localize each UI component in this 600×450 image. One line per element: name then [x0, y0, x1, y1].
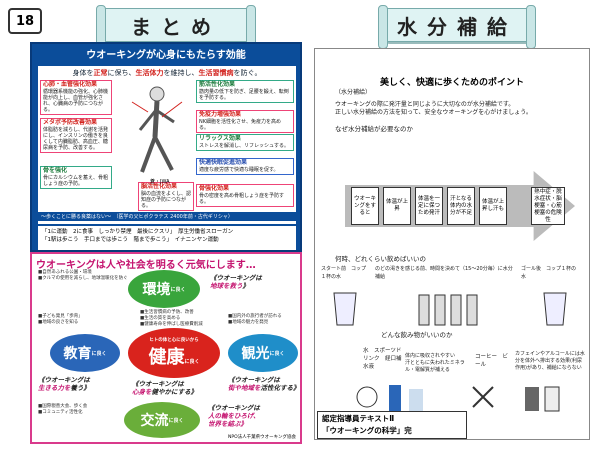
panel1-title: ウオーキングが心身にもたらす効能 — [86, 50, 246, 61]
step-cell: 体温を一定に保つため発汗 — [415, 187, 443, 225]
effect-box: 快適快眠促進効果適度な疲労感で快適な睡眠を促す。 — [196, 158, 294, 175]
slogan-line: 「1駅は歩こう 手口までは歩こう 階まで歩こう」 イナニンヤン運動 — [42, 237, 219, 243]
step-cell: 体温が上昇し汗も — [479, 187, 507, 225]
heading-summary: まとめ — [96, 5, 256, 49]
goal-note: ゴール後 コップ１杯の水 — [521, 266, 577, 280]
good-drinks-label: 水 スポーツドリンク 経口補水液 — [363, 348, 402, 370]
panel1-subtitle: 身体を正常に保ち、生活体力を維持し、生活習慣病を防ぐ。 — [72, 69, 262, 77]
panel3-heading: 美しく、快適に歩くためのポイント — [379, 78, 524, 88]
step-cell: ウオーキングをすると — [351, 187, 379, 225]
oval-exchange: 交流に良く — [124, 402, 200, 438]
quote-tourism: 《ウオーキングは街や地域を活性化する》 — [228, 376, 300, 392]
start-note: スタート前 コップ１杯の水 — [321, 266, 367, 280]
hydration-panel: 美しく、快適に歩くためのポイント （水分補給） ウオーキングの際に発汗量と同じよ… — [314, 48, 590, 440]
slogan-box: 「1に運動 2に食事 しっかり禁煙 最後にクスリ」 厚生労働省スローガン 「1駅… — [38, 226, 296, 250]
intro-text: ウオーキングの際に発汗量と同じように大切なのが水分補給です。正しい水分補給の方法… — [335, 101, 532, 116]
what-heading: どんな飲み物がいいのか — [381, 331, 453, 339]
slogan-line: 「1に運動 2に食事 しっかり禁煙 最後にクスリ」 厚生労働省スローガン — [42, 229, 234, 235]
step-cell: 汗となる体内の水分が不足 — [447, 187, 475, 225]
oval-education: 教育に良く — [50, 334, 120, 372]
middle-note: のどの渇きを感じる前、時間を決めて（15〜20分毎）に水分補給 — [375, 266, 513, 280]
effect-box: 骨を強化骨にカルシウムを蓄え、骨粗しょう症の予防。 — [40, 166, 112, 189]
bullets-exchange: ■国際親善大会、歩く会■コミュニティ活性化 — [38, 404, 88, 415]
effect-box: 脳活性化効果脳の血流をよくし、認知症の予防につながる。 — [138, 182, 194, 211]
credit: NPO法人千葉県ウオーキング協会 — [228, 435, 296, 440]
quote-environment: 《ウオーキングは地球を救う》 — [210, 274, 262, 290]
when-heading: 何時、どれくらい飲めばいいの — [335, 255, 426, 263]
bad-drinks-note: カフェインやアルコールには水分を体外へ排出する効果(利尿作用)があり、補給になら… — [515, 351, 585, 371]
benefits-content: 身体を正常に保ち、生活体力を維持し、生活習慣病を防ぐ。 心肺・血管強化効果循環器… — [38, 66, 296, 224]
why-heading: なぜ水分補給が必要なのか — [335, 125, 413, 133]
heading-hydration: 水分補給 — [378, 5, 536, 49]
quote-health: 《ウオーキングは心身を健やかにする》 — [132, 380, 198, 396]
effect-box: リラックス効果ストレスを解消し、リフレッシュする。 — [196, 134, 294, 151]
hippocrates-quote: 〜歩くことに勝る良薬はない〜 （医学の父ヒポクラテス 2400年前・古代ギリシャ… — [38, 212, 296, 221]
walking-benefits-panel: ウオーキングが心身にもたらす効能 身体を正常に保ち、生活体力を維持し、生活習慣病… — [30, 42, 302, 252]
slide-number: 18 — [8, 8, 42, 34]
society-panel: ウオーキングは人や社会を明るく元気にします… ■自然あふれる公園・環境■クルマの… — [30, 252, 302, 444]
effect-box: メタボ予防改善効果体脂肪を減らし、代謝を活発にし、インスリンの働きを良くして内臓… — [40, 118, 112, 153]
good-drinks-note: 体内に吸収されやすい汗とともに失われたミネラル・電解質が補える — [405, 353, 465, 373]
bad-drinks-label: コーヒー ビール — [475, 354, 509, 368]
bullets-tourism: ■国内外の旅行者が訪れる■地域の魅力を発見 — [228, 314, 282, 325]
source-label: 認定指導員テキストⅡ「ウオーキングの科学」完 — [317, 411, 467, 439]
effect-box: 心肺・血管強化効果循環器系機能の強化、心肺機能が向上し、血管が強化され、心臓病の… — [40, 80, 112, 115]
step-cell: 体温が上昇 — [383, 187, 411, 225]
effect-box: 筋活性化効果筋肉量の低下を防ぎ、足腰を鍛え、転倒を予防する。 — [196, 80, 294, 103]
drink-bottles-icon — [356, 385, 560, 412]
quote-education: 《ウオーキングは生きる力を養う》 — [38, 376, 90, 392]
bullets-environment: ■自然あふれる公園・環境■クルマの使用を減らし、地球温暖化を防ぐ — [38, 270, 128, 281]
step-cell: 熱中症・脱水症状・脳梗塞・心筋梗塞の危険性 — [531, 187, 565, 225]
panel2-title: ウオーキングは人や社会を明るく元気にします… — [36, 260, 256, 271]
oval-environment: 環境に良く — [128, 270, 200, 308]
bullets-health: ■生活習慣病の予防、改善■生活の質を高める■健康寿命を伸ばし医療費削減 — [140, 310, 203, 327]
figure-label: 蒼・JWA — [150, 179, 170, 185]
oval-tourism: 観光に良く — [228, 334, 298, 372]
effect-box: 骨強化効果骨の密度を高め骨粗しょう症を予防する。 — [196, 184, 294, 207]
section-label: （水分補給） — [335, 89, 372, 96]
bullets-education: ■子ども発見「歩育」■地域の良さを知る — [38, 314, 83, 325]
oval-health: ヒトの体と心に良いから 健康に良く — [128, 328, 220, 378]
water-cups-icon — [333, 292, 567, 326]
walker-figure-icon — [131, 86, 183, 173]
quote-exchange: 《ウオーキングは人の輪をひろげ、世界を結ぶ》 — [208, 404, 260, 428]
